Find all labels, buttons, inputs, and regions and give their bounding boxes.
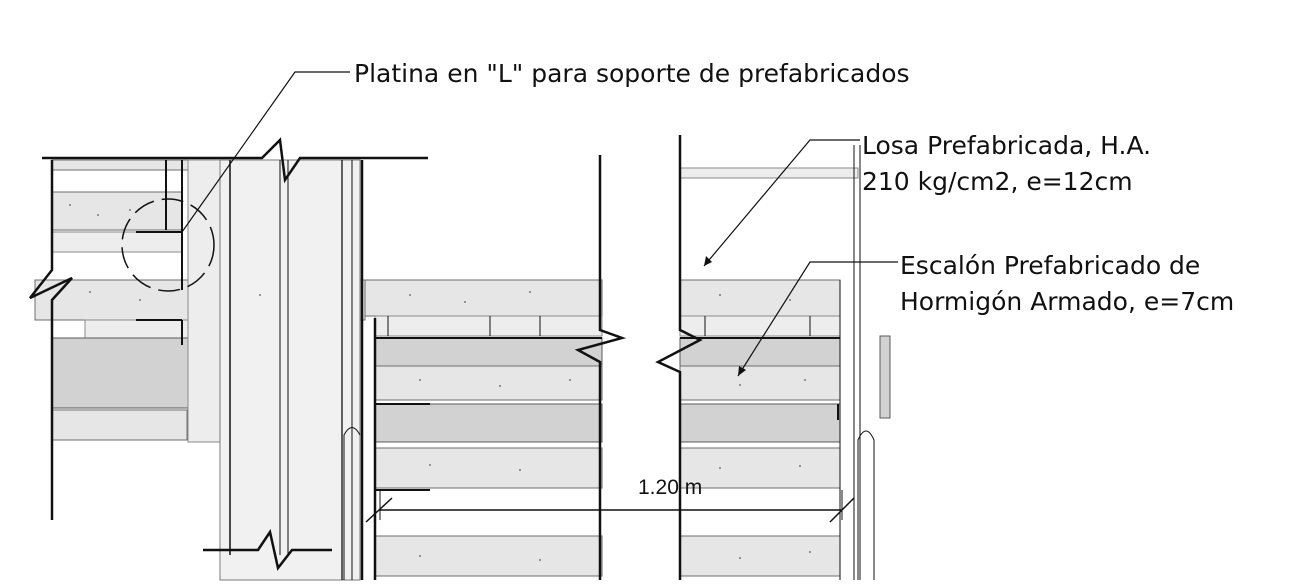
right-stair-flight: [655, 135, 891, 580]
arrowhead-escalon: [738, 366, 746, 376]
label-losa-line2: 210 kg/cm2, e=12cm: [862, 167, 1133, 196]
leader-lines: [181, 71, 898, 377]
concrete-specks: [69, 204, 811, 561]
center-stair-flight: [343, 155, 627, 580]
label-losa-line1: Losa Prefabricada, H.A.: [862, 131, 1151, 160]
dimension-label: 1.20 m: [638, 476, 702, 499]
dimension-line: [365, 490, 855, 523]
label-escalon-line2: Hormigón Armado, e=7cm: [900, 287, 1234, 316]
label-escalon-line1: Escalón Prefabricado de: [900, 251, 1200, 280]
label-platina: Platina en "L" para soporte de prefabric…: [354, 59, 910, 88]
detail-circle: [121, 198, 215, 292]
left-wall-section: [29, 137, 428, 581]
arrowhead-losa: [704, 256, 712, 266]
